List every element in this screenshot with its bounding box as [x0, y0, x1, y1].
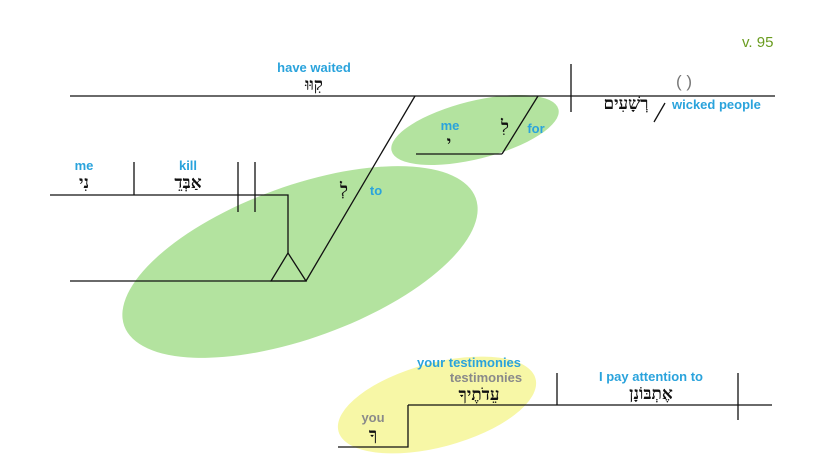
hebrew-testimonies: עֵדֹתֶיךָ: [458, 385, 500, 405]
hebrew-me: נִי: [79, 173, 89, 193]
gloss-pay-attention: I pay attention to: [599, 369, 703, 384]
gloss-to: to: [369, 183, 383, 198]
placeholder-subject: ( ): [675, 72, 693, 91]
wicked-modifier-slant: [653, 102, 666, 123]
hebrew-you: ךָ: [368, 425, 378, 445]
hebrew-have-waited: קִוּוּ: [305, 75, 323, 95]
gloss-testimonies: testimonies: [449, 370, 523, 385]
hebrew-for: לִ: [501, 117, 509, 137]
gloss-kill: kill: [178, 158, 198, 173]
possessive-step: [338, 405, 409, 448]
highlight-for-me: [391, 95, 559, 165]
hebrew-kill: אַבְּדֵ: [174, 173, 202, 193]
hebrew-pay-attention: אֶתְבּוֹנָן: [629, 384, 673, 404]
hebrew-me-for: י: [446, 133, 452, 153]
verse-number: v. 95: [742, 34, 774, 51]
gloss-me: me: [74, 158, 94, 173]
gloss-your-testimonies: your testimonies: [416, 355, 522, 370]
infinitive-line: [50, 194, 289, 253]
gloss-have-waited: have waited: [277, 60, 351, 75]
gloss-wicked: wicked people: [672, 97, 761, 112]
highlight-infinitive-phrase: [122, 166, 478, 358]
hebrew-to: לְ: [340, 180, 348, 200]
gloss-for: for: [527, 121, 545, 136]
hebrew-wicked: רְשָׁעִים: [603, 94, 649, 114]
infinitive-slant: [305, 95, 416, 282]
gloss-you: you: [361, 410, 385, 425]
gloss-me-for: me: [440, 118, 460, 133]
for-slant: [501, 95, 539, 155]
